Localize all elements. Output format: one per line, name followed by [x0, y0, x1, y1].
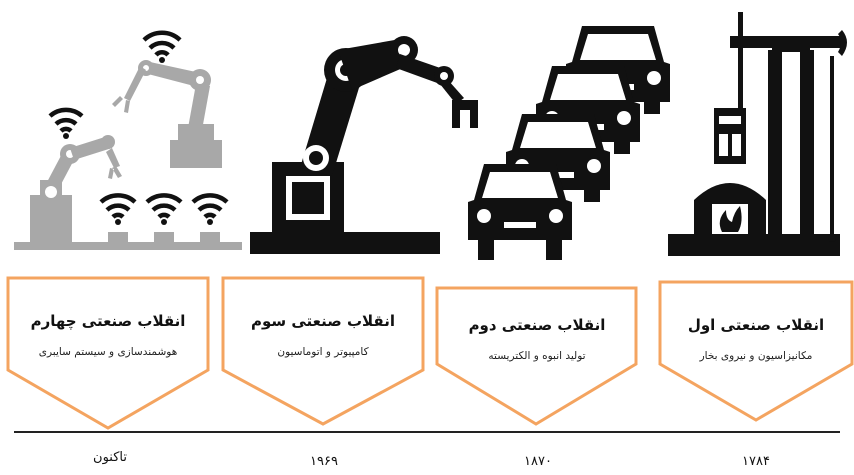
era-card-1-text: انقلاب صنعتی اول مکانیزاسیون و نیروی بخا…	[656, 316, 854, 362]
era-card-4-text: انقلاب صنعتی چهارم هوشمندسازی و سیستم سا…	[8, 312, 208, 358]
era-title: انقلاب صنعتی اول	[687, 316, 825, 334]
era-card-2-text: انقلاب صنعتی دوم تولید انبوه و الکتریسته	[437, 316, 637, 362]
era-subtitle: مکانیزاسیون و نیروی بخار	[699, 350, 813, 362]
era-title: انقلاب صنعتی چهارم	[30, 312, 186, 330]
mass-production-cars-icon	[468, 26, 670, 260]
smart-factory-robots-wifi-icon	[14, 60, 242, 250]
era-card-4	[6, 276, 210, 430]
era-subtitle: هوشمندسازی و سیستم سایبری	[38, 346, 178, 358]
era-year-2: ۱۸۷۰	[524, 454, 552, 469]
era-year-1: ۱۷۸۴	[742, 454, 770, 469]
era-card-3-text: انقلاب صنعتی سوم کامپیوتر و اتوماسیون	[223, 312, 423, 358]
era-subtitle: تولید انبوه و الکتریسته	[488, 350, 586, 362]
era-card-1	[658, 280, 854, 422]
era-card-2	[435, 286, 638, 426]
era-year-4: تاکنون	[93, 450, 127, 465]
era-year-3: ۱۹۶۹	[310, 454, 338, 469]
wifi-icons	[48, 30, 229, 225]
era-title: انقلاب صنعتی سوم	[250, 312, 395, 330]
era-title: انقلاب صنعتی دوم	[468, 316, 606, 334]
era-cards	[6, 276, 854, 430]
era-card-3	[221, 276, 425, 426]
robot-arm-icon	[250, 36, 478, 254]
steam-engine-oil-pump-icon	[668, 12, 847, 256]
era-subtitle: کامپیوتر و اتوماسیون	[277, 346, 369, 358]
